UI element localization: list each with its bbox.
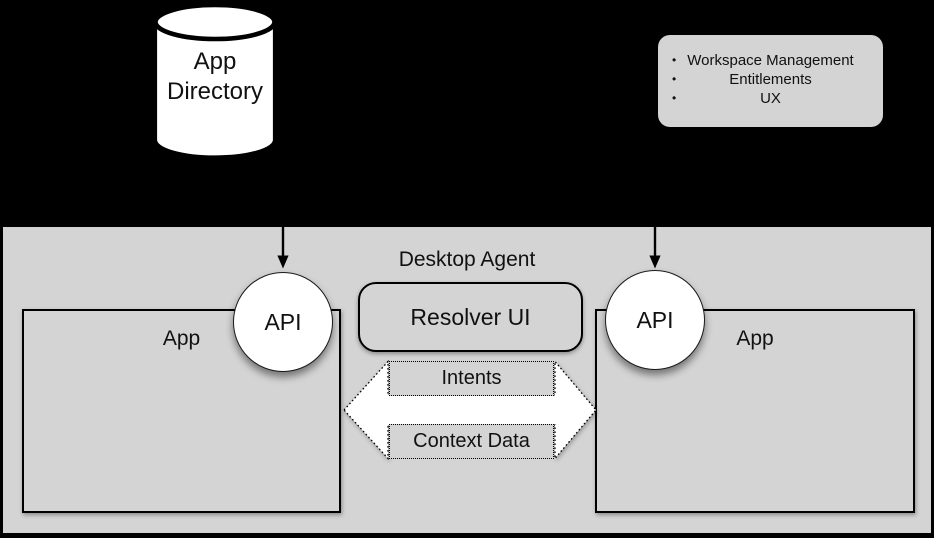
bullet-icon: • [672,53,677,67]
list-item: • UX [658,89,883,108]
database-lid [153,2,277,42]
feature-item-label: Entitlements [729,71,812,88]
intents-label: Intents [441,367,502,389]
context-data-label-box: Context Data [389,424,554,459]
app-directory-label: App Directory [166,48,263,105]
bullet-icon: • [672,91,677,105]
app-label: App [162,327,201,350]
api-label: API [636,306,674,333]
desktop-agent-title: Desktop Agent [398,248,536,271]
list-item: • Workspace Management [658,51,883,70]
features-box: • Workspace Management • Entitlements • … [658,35,883,127]
feature-item-label: UX [760,90,781,107]
resolver-ui-box: Resolver UI [358,282,583,352]
desktop-agent-panel: Desktop Agent App App Intents Context Da… [3,227,931,533]
list-item: • Entitlements [658,70,883,89]
feature-item-label: Workspace Management [687,52,854,69]
database-icon [153,2,277,159]
api-circle-right: API [605,270,705,370]
app-label: App [736,327,774,350]
bullet-icon: • [672,72,677,86]
api-circle-left: API [233,272,333,372]
api-label: API [264,308,302,335]
intents-label-box: Intents [389,361,554,396]
context-data-label: Context Data [413,430,530,452]
database-body [153,22,277,159]
resolver-ui-label: Resolver UI [410,303,531,330]
